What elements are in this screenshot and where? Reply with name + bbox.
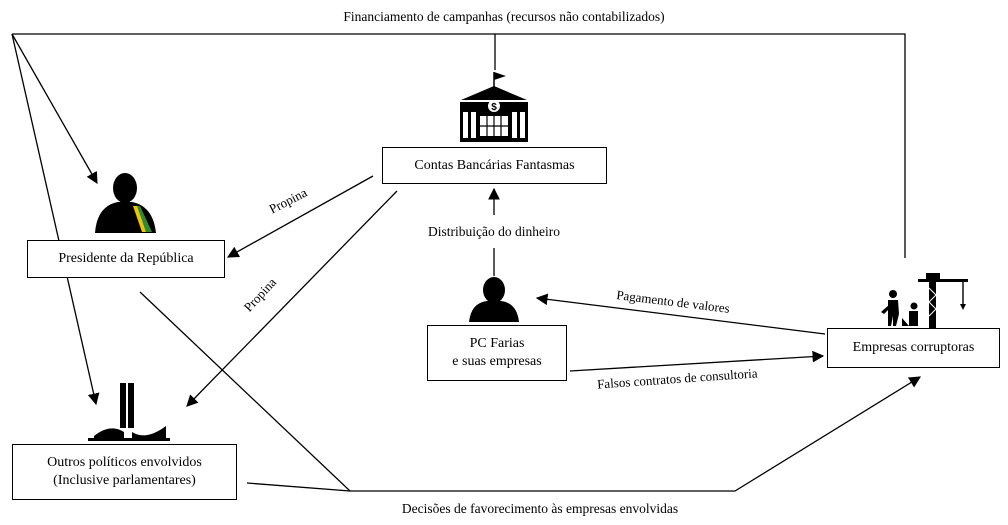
bank-building-icon: $ <box>460 72 528 142</box>
false-contracts-arrow <box>569 350 825 372</box>
president-label: Presidente da República <box>58 251 194 266</box>
propina-to-president-arrow <box>226 175 374 258</box>
pc-farias-label-line2: e suas empresas <box>452 354 542 369</box>
politicians-label-line1: Outros políticos envolvidos <box>47 455 202 470</box>
companies-node: Empresas corruptoras <box>827 328 1000 368</box>
person-icon <box>469 277 519 322</box>
pc-farias-label-line1: PC Farias <box>469 336 525 351</box>
pc-farias-node: PC Farias e suas empresas <box>427 325 567 381</box>
financing-label: Financiamento de campanhas (recursos não… <box>343 9 665 24</box>
svg-text:$: $ <box>491 102 497 113</box>
construction-workers-crane-icon <box>881 273 968 331</box>
propina-to-politicians-arrow <box>186 190 398 407</box>
congress-building-icon <box>88 383 170 441</box>
favoring-decisions-line <box>139 291 921 492</box>
distribution-label: Distribuição do dinheiro <box>428 224 560 239</box>
president-person-icon <box>95 173 156 233</box>
bank-accounts-node: Contas Bancárias Fantasmas <box>382 147 607 184</box>
companies-label: Empresas corruptoras <box>852 340 975 355</box>
bank-accounts-label: Contas Bancárias Fantasmas <box>414 157 575 173</box>
financing-frame-line <box>12 33 906 258</box>
politicians-to-bottom-line <box>246 482 351 492</box>
politicians-node: Outros políticos envolvidos (Inclusive p… <box>12 444 237 500</box>
favoring-decisions-label: Decisões de favorecimento às empresas en… <box>401 501 679 516</box>
financing-to-president-arrow <box>11 33 98 185</box>
payment-arrow <box>535 293 826 335</box>
president-node: Presidente da República <box>27 240 225 278</box>
politicians-label-line2: (Inclusive parlamentares) <box>53 473 196 488</box>
financing-to-politicians-arrow <box>11 33 100 406</box>
